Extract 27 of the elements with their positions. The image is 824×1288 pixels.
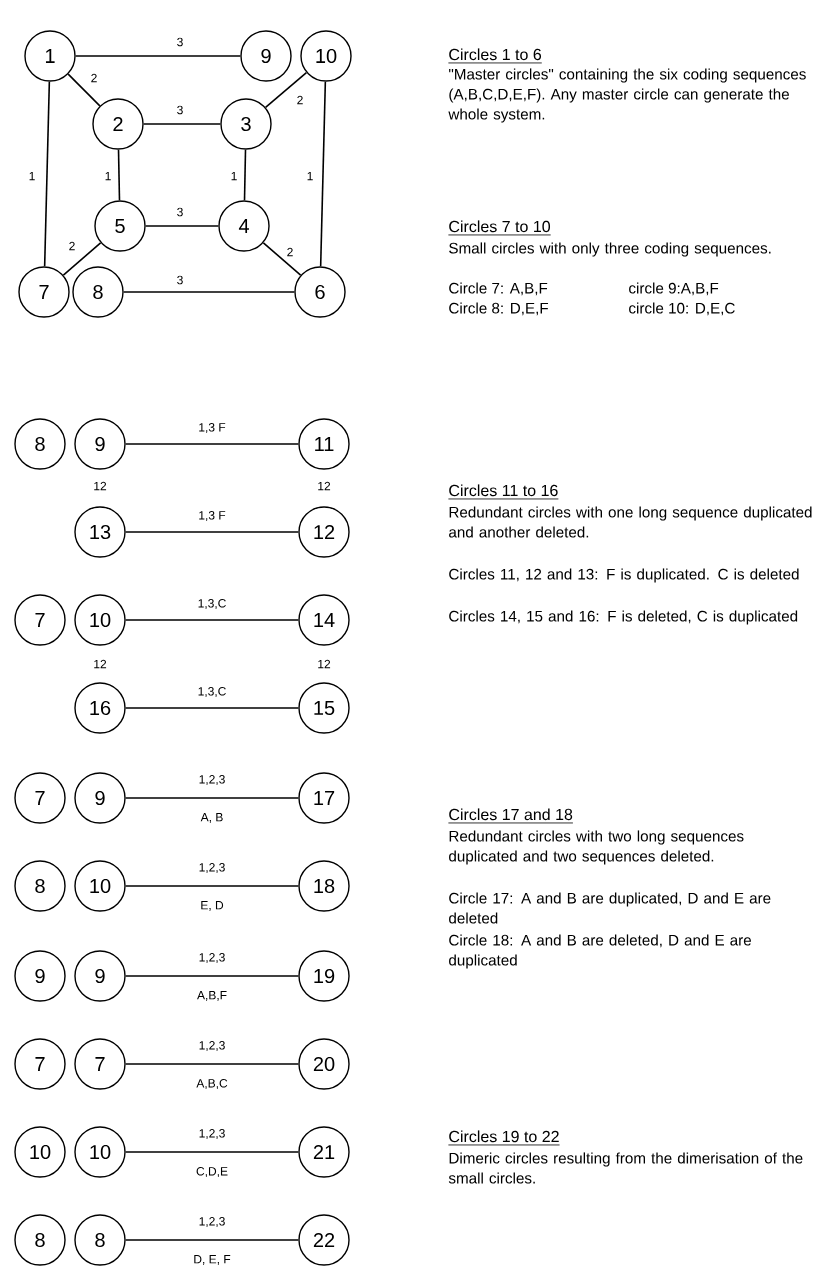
connector-line — [124, 531, 300, 533]
connector-line — [67, 73, 101, 107]
section-heading: Circles 11 to 16 — [448, 484, 559, 500]
connector-line — [124, 619, 300, 621]
connector-line — [74, 55, 242, 57]
connector-line — [144, 225, 220, 227]
connector-line — [124, 707, 300, 709]
connector-line — [124, 797, 300, 799]
section-heading: Circles 7 to 10 — [448, 220, 552, 236]
section-heading: Circles 1 to 6 — [448, 48, 543, 64]
connector-line — [124, 975, 300, 977]
connector-line — [122, 291, 296, 293]
connector-line — [124, 885, 300, 887]
connector-line — [124, 1151, 300, 1153]
connector-line — [124, 443, 300, 445]
connector-line — [43, 80, 51, 268]
connector-line — [319, 80, 327, 268]
connector-line — [124, 1063, 300, 1065]
connector-line — [262, 242, 302, 276]
connector-line — [117, 148, 121, 202]
connector-line — [264, 71, 308, 109]
section-heading: Circles 17 and 18 — [448, 808, 574, 824]
connector-line — [142, 123, 222, 125]
connector-line — [243, 148, 247, 202]
connector-line — [62, 242, 102, 276]
section-heading: Circles 19 to 22 — [448, 1130, 560, 1146]
connector-line — [124, 1239, 300, 1241]
